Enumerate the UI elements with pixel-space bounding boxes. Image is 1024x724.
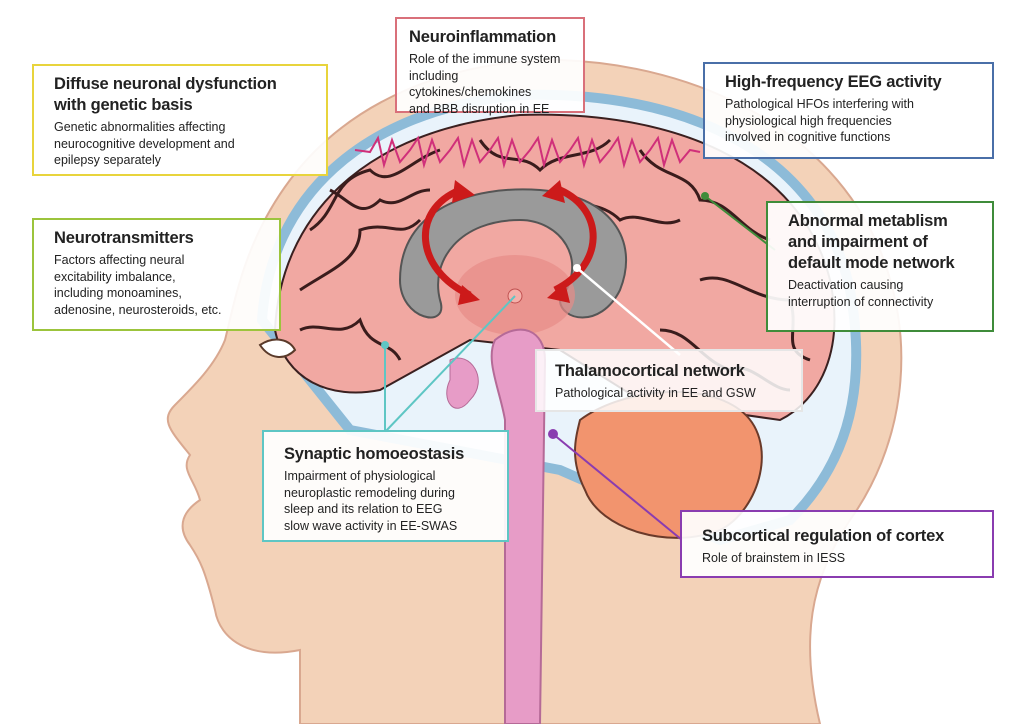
leader-lines xyxy=(384,195,776,541)
brainstem xyxy=(490,328,547,724)
box-title: Subcortical regulation of cortex xyxy=(702,527,945,545)
box-text: Deactivation causing xyxy=(788,278,904,292)
box-text: neuroplastic remodeling during xyxy=(284,485,455,500)
box-text: involved in cognitive functions xyxy=(725,130,891,144)
box-text: epilepsy separately xyxy=(54,153,162,167)
box-title: Neurotransmitters xyxy=(54,229,194,247)
arrow-left-heads xyxy=(452,180,480,305)
box-text: excitability imbalance, xyxy=(54,269,176,284)
box-title: and impairment of xyxy=(788,233,928,251)
eye xyxy=(258,338,297,358)
box-text: interruption of connectivity xyxy=(788,294,934,309)
box-text: slow wave activity in EE-SWAS xyxy=(284,518,458,533)
box-text: Factors affecting neural xyxy=(54,253,185,267)
box-title: Synaptic homoeostasis xyxy=(284,445,465,463)
box-text: sleep and its relation to EEG xyxy=(284,502,443,516)
box-title: Thalamocortical network xyxy=(555,362,745,380)
metabolism-box: Abnormal metablism and impairment of def… xyxy=(766,201,994,332)
leader-dot xyxy=(701,192,709,200)
box-title: default mode network xyxy=(788,254,955,272)
box-text: and BBB disruption in EE xyxy=(409,101,550,116)
box-text: Genetic abnormalities affecting xyxy=(54,120,226,134)
box-text: neurocognitive development and xyxy=(54,136,235,151)
synaptic-box: Synaptic homoeostasis Impairment of phys… xyxy=(262,430,509,542)
leader-dot xyxy=(548,429,558,439)
genetic-box: Diffuse neuronal dysfunction with geneti… xyxy=(32,64,328,176)
eeg-wave xyxy=(354,135,701,169)
thalamocortical-box: Thalamocortical network Pathological act… xyxy=(535,349,803,412)
neuroinflammation-box: Neuroinflammation Role of the immune sys… xyxy=(395,17,585,116)
subcortical-box: Subcortical regulation of cortex Role of… xyxy=(680,510,994,578)
leader-dot xyxy=(381,341,389,349)
arrow-left xyxy=(422,186,472,299)
box-text: including cytokines/chemokines xyxy=(409,68,532,100)
box-title: Abnormal metablism xyxy=(788,212,948,230)
hf-eeg-box: High-frequency EEG activity Pathological… xyxy=(703,62,994,159)
box-text: Pathological HFOs interfering with xyxy=(725,97,914,111)
box-text: Role of the immune system xyxy=(409,52,561,66)
pituitary xyxy=(446,357,479,409)
arrow-right xyxy=(553,186,597,294)
box-text: including monoamines, xyxy=(54,286,182,300)
box-text: adenosine, neurosteroids, etc. xyxy=(54,302,222,317)
box-text: Impairment of physiological xyxy=(284,469,436,483)
box-title: Diffuse neuronal dysfunction xyxy=(54,75,277,93)
box-title: Neuroinflammation xyxy=(409,28,556,46)
box-title: High-frequency EEG activity xyxy=(725,73,942,91)
neurotransmitters-box: Neurotransmitters Factors affecting neur… xyxy=(32,218,281,331)
leader-dot xyxy=(573,264,581,272)
box-title: with genetic basis xyxy=(54,96,193,114)
box-text: physiological high frequencies xyxy=(725,113,892,128)
box-text: Pathological activity in EE and GSW xyxy=(555,386,756,400)
box-text: Role of brainstem in IESS xyxy=(702,551,846,565)
